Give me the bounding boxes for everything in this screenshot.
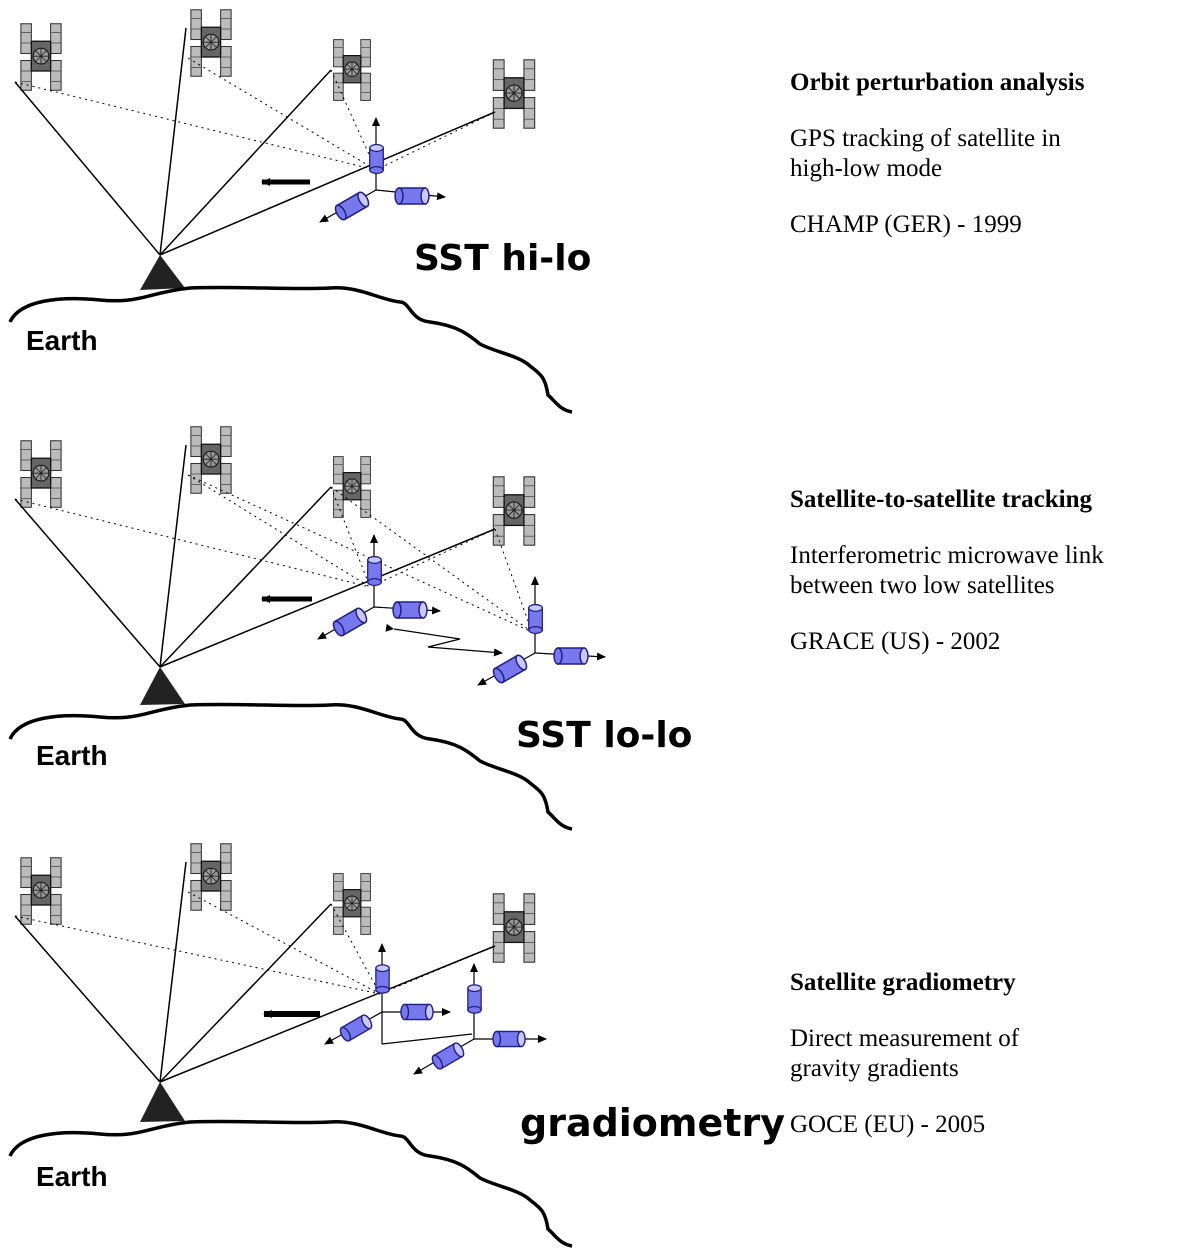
earth-surface [8,702,573,831]
panel-description: Satellite gradiometry Direct measurement… [790,968,1019,1140]
microwave-link-icon [385,623,503,657]
accelerometer-icon [317,534,441,640]
panel-description-text: Interferometric microwave link between t… [790,542,1104,599]
tracking-lines [14,444,496,668]
earth-label: Earth [26,325,98,356]
satellite-icon [190,426,232,494]
panel-sst-hi-lo: Earth SST hi-lo Orbit perturbation analy… [0,0,1195,417]
satellite-icon [492,59,536,129]
mode-label: SST lo-lo [516,715,692,756]
ground-station-icon [140,255,185,290]
tracking-lines [14,861,496,1083]
panel-description-text: GPS tracking of satellite in high-low mo… [790,125,1061,182]
mission-label: CHAMP (GER) - 1999 [790,211,1022,238]
panel-description: Orbit perturbation analysis GPS tracking… [790,68,1084,240]
accelerometer-icon [319,117,446,223]
mission-label: GRACE (US) - 2002 [790,628,1001,655]
satellite-icon [332,872,372,936]
earth-label: Earth [36,1161,108,1192]
panel-heading: Satellite-to-satellite tracking [790,486,1092,513]
panel-gradiometry: Earth gradiometry Satellite gradiometry … [0,834,1195,1251]
ground-station-icon [140,667,185,705]
satellite-icon [332,38,372,102]
gps-signal-lines [14,57,496,171]
earth-surface [8,1119,573,1248]
earth-surface [8,285,573,414]
satellite-icon [492,893,536,963]
earth-label: Earth [36,740,108,771]
gradiometry-diagram: Earth gradiometry [8,843,785,1248]
mode-label: SST hi-lo [414,238,591,279]
panel-description: Satellite-to-satellite tracking Interfer… [790,485,1104,657]
panel-heading: Orbit perturbation analysis [790,69,1085,96]
tracking-lines [14,27,496,256]
gps-signal-lines [14,891,496,995]
panel-sst-lo-lo: Earth SST lo-lo Satellite-to-satellite t… [0,417,1195,834]
gradiometer-icon [324,943,547,1075]
mission-label: GOCE (EU) - 2005 [790,1111,986,1138]
satellite-icon [20,23,62,91]
accelerometer-icon [477,576,606,686]
satellite-icon [20,440,62,508]
satellite-icon [492,476,536,546]
satellite-icon [332,455,372,519]
satellite-icon [190,843,232,911]
ground-station-icon [140,1082,185,1122]
gps-signal-lines [14,474,533,633]
mode-label: gradiometry [520,1101,785,1145]
satellite-icon [190,9,232,77]
satellite-icon [20,857,62,925]
panel-description-text: Direct measurement of gravity gradients [790,1025,1020,1082]
sst-hi-lo-diagram: Earth SST hi-lo [8,9,591,414]
sst-lo-lo-diagram: Earth SST lo-lo [8,426,692,831]
panel-heading: Satellite gradiometry [790,969,1016,996]
